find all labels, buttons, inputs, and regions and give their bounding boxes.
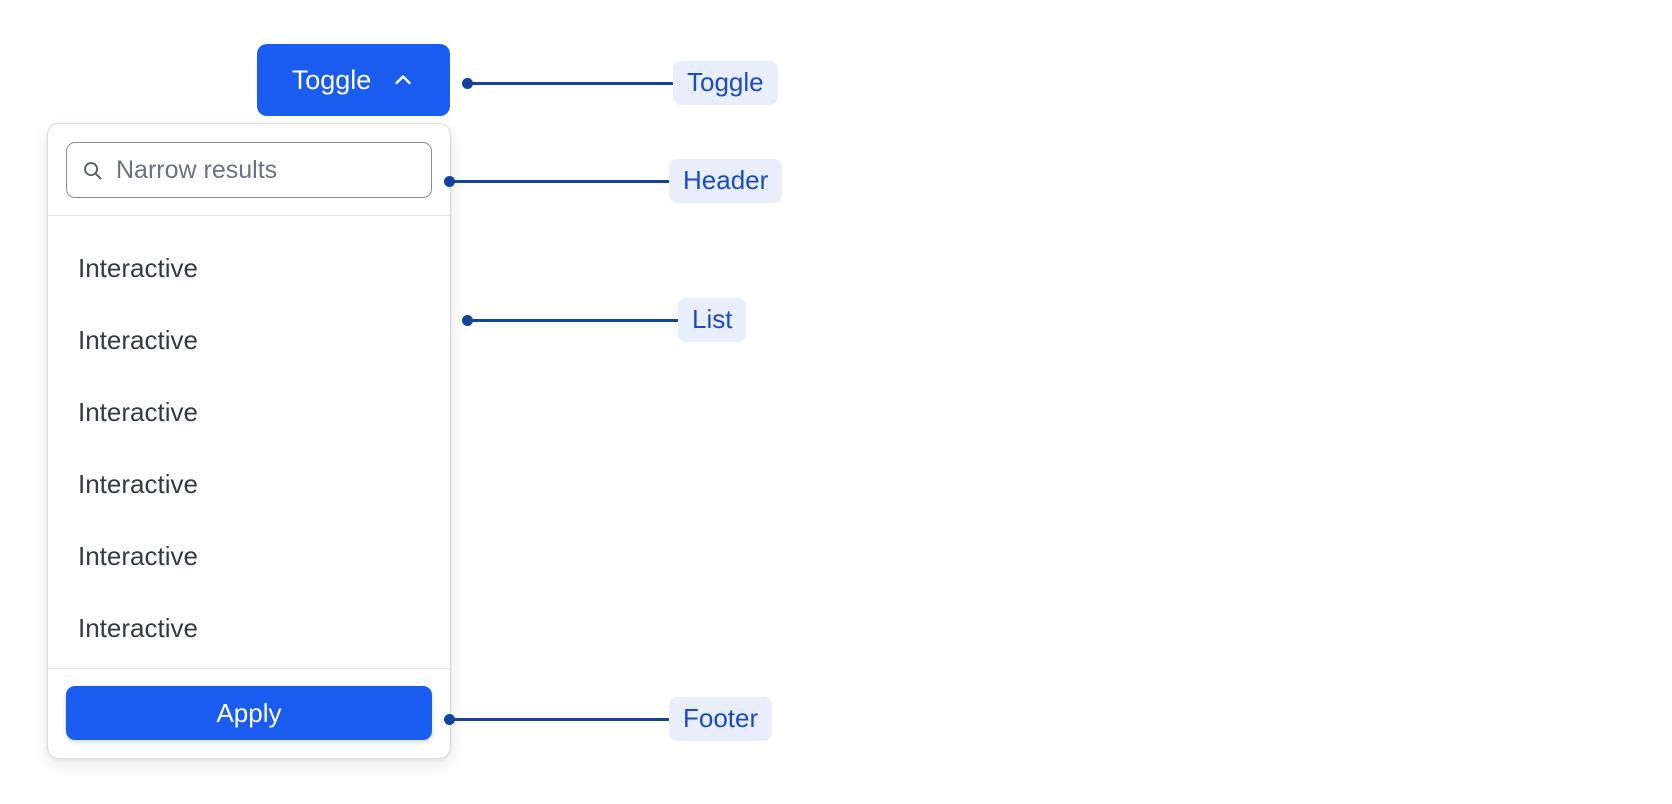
annotation-toggle: Toggle — [462, 61, 778, 105]
annotation-header: Header — [444, 159, 783, 203]
annotation-leader-line — [454, 717, 670, 721]
annotation-dot — [444, 175, 455, 187]
apply-button[interactable]: Apply — [66, 686, 432, 740]
list-item[interactable]: Interactive — [48, 520, 450, 592]
annotation-dot — [462, 314, 473, 326]
chevron-up-icon — [395, 75, 411, 85]
list-item[interactable]: Interactive — [48, 232, 450, 304]
list-item-label: Interactive — [78, 396, 198, 427]
list-item[interactable]: Interactive — [48, 592, 450, 664]
list-item[interactable]: Interactive — [48, 304, 450, 376]
toggle-button-label: Toggle — [291, 64, 372, 95]
list-item[interactable]: Interactive — [48, 448, 450, 520]
dropdown-header — [48, 124, 450, 216]
dropdown-footer: Apply — [48, 668, 450, 758]
search-input[interactable] — [116, 155, 417, 185]
annotation-leader-line — [472, 81, 674, 85]
annotation-leader-line — [454, 179, 670, 183]
list-item-label: Interactive — [78, 324, 198, 355]
dropdown-list: Interactive Interactive Interactive Inte… — [48, 216, 450, 668]
annotation-dot — [462, 77, 473, 89]
annotation-leader-line — [472, 318, 679, 322]
annotation-list: List — [462, 298, 747, 342]
list-item-label: Interactive — [78, 468, 198, 499]
annotation-label: List — [678, 298, 747, 342]
list-item-label: Interactive — [78, 612, 198, 643]
list-item[interactable]: Interactive — [48, 376, 450, 448]
search-icon — [84, 161, 102, 179]
dropdown-panel: Interactive Interactive Interactive Inte… — [47, 123, 451, 759]
search-field[interactable] — [66, 142, 432, 198]
list-item-label: Interactive — [78, 252, 198, 283]
list-item-label: Interactive — [78, 540, 198, 571]
annotation-label: Footer — [669, 697, 773, 741]
annotation-label: Toggle — [673, 61, 778, 105]
annotation-dot — [444, 713, 455, 725]
toggle-button[interactable]: Toggle — [257, 44, 450, 116]
annotation-footer: Footer — [444, 697, 773, 741]
annotation-label: Header — [669, 159, 783, 203]
